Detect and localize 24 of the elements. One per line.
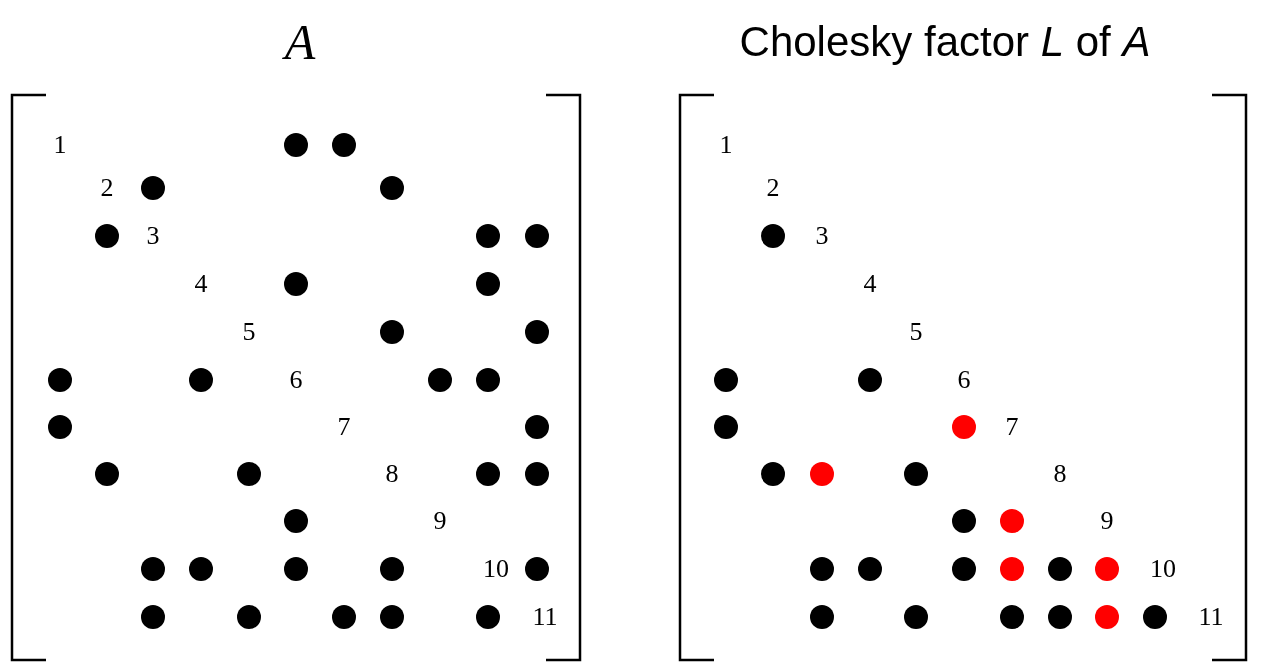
diagonal-index: 3	[815, 221, 829, 251]
matrix-heading: A	[284, 13, 316, 71]
diagonal-index: 9	[433, 506, 447, 536]
diagonal-index: 7	[1005, 412, 1019, 442]
diagonal-index: 5	[242, 317, 256, 347]
diagonal-index: 11	[532, 602, 558, 632]
diagonal-index: 9	[1100, 506, 1114, 536]
diagonal-index: 6	[289, 365, 303, 395]
diagonal-index: 2	[766, 173, 780, 203]
diagonal-index: 5	[909, 317, 923, 347]
diagonal-index: 10	[1150, 554, 1176, 584]
diagonal-index: 6	[957, 365, 971, 395]
diagonal-index: 1	[53, 130, 67, 160]
diagonal-index: 4	[194, 269, 208, 299]
matrix-heading: Cholesky factor L of A	[739, 18, 1151, 66]
diagonal-index: 7	[337, 412, 351, 442]
diagonal-index: 10	[483, 554, 509, 584]
diagonal-index: 3	[146, 221, 160, 251]
diagonal-index: 2	[100, 173, 114, 203]
diagonal-index: 8	[385, 459, 399, 489]
diagonal-index: 8	[1053, 459, 1067, 489]
diagonal-index: 11	[1198, 602, 1224, 632]
diagonal-index: 1	[719, 130, 733, 160]
diagonal-index: 4	[863, 269, 877, 299]
